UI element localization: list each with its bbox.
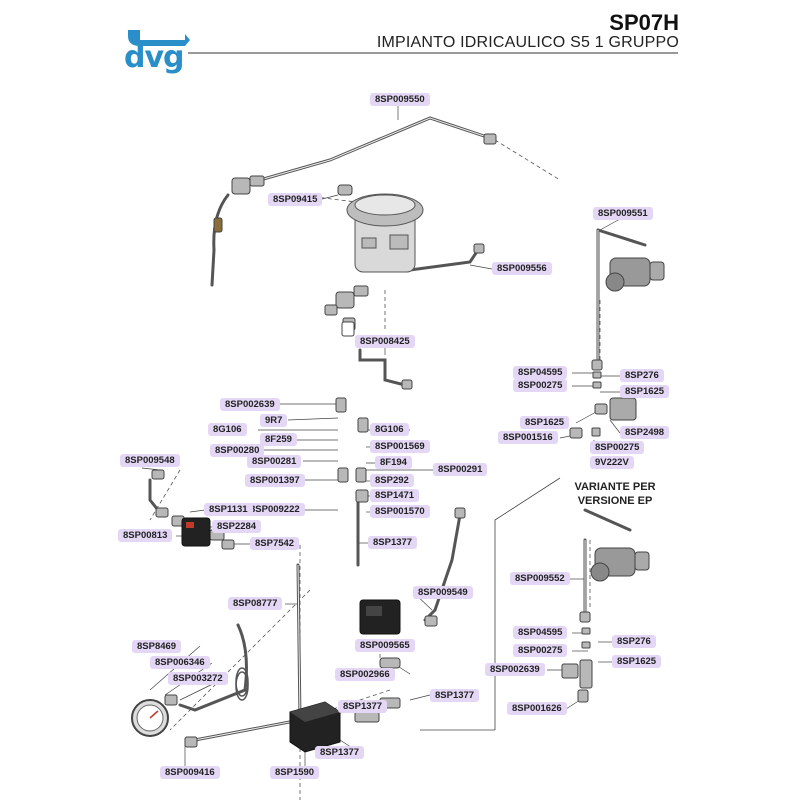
part-label[interactable]: 8SP1471: [370, 489, 420, 502]
pressure-gauge: [131, 699, 169, 737]
part-label[interactable]: 8SP00291: [433, 463, 488, 476]
part-label[interactable]: 8F259: [260, 433, 297, 446]
part-label[interactable]: 8SP00281: [247, 455, 302, 468]
part-label[interactable]: 8SP002966: [335, 668, 395, 681]
part-label[interactable]: 8SP1625: [612, 655, 662, 668]
heat-exchanger-coil: [235, 667, 249, 701]
part-label[interactable]: 8SP00275: [513, 379, 568, 392]
part-label[interactable]: 8SP001570: [370, 505, 430, 518]
part-label[interactable]: 8SP009548: [120, 454, 180, 467]
logo-mark: [128, 30, 190, 46]
part-label[interactable]: 8SP001516: [498, 431, 558, 444]
pump-motor: [605, 257, 665, 292]
part-label[interactable]: 8SP1377: [430, 689, 480, 702]
part-label[interactable]: 8SP002639: [485, 663, 545, 676]
filter-element: [213, 217, 355, 337]
part-label[interactable]: 8SP1377: [338, 700, 388, 713]
part-label[interactable]: 8SP04595: [513, 626, 568, 639]
pump-motor-variant: [590, 547, 650, 582]
part-label[interactable]: 8SP009551: [593, 207, 653, 220]
part-label[interactable]: 8SP08777: [228, 597, 283, 610]
solenoid-valve: [181, 517, 211, 547]
part-label[interactable]: 8SP2498: [620, 426, 670, 439]
part-label[interactable]: 8SP009552: [510, 572, 570, 585]
part-label[interactable]: 9R7: [260, 414, 288, 427]
part-label[interactable]: 8SP1625: [620, 385, 670, 398]
part-label[interactable]: 8SP001626: [507, 702, 567, 715]
variant-title: VARIANTE PER VERSIONE EP: [574, 481, 656, 507]
part-label[interactable]: 8SP1625: [520, 416, 570, 429]
control-box: [289, 701, 341, 753]
part-label[interactable]: 8SP1131: [204, 503, 253, 516]
pressure-switch: [359, 599, 401, 635]
part-label[interactable]: 8SP009222: [245, 503, 305, 516]
part-label[interactable]: 8G106: [370, 423, 409, 436]
part-label[interactable]: 8SP002639: [220, 398, 280, 411]
part-label[interactable]: 8SP8469: [132, 640, 182, 653]
part-label[interactable]: 8SP006346: [150, 656, 210, 669]
part-label[interactable]: 8SP003272: [168, 672, 228, 685]
part-label[interactable]: 8SP2284: [212, 520, 262, 533]
part-label[interactable]: 8SP09415: [268, 193, 323, 206]
part-label[interactable]: 8SP292: [370, 474, 414, 487]
part-label[interactable]: 8SP00275: [513, 644, 568, 657]
part-label[interactable]: 8SP04595: [513, 366, 568, 379]
part-label[interactable]: 8SP009556: [492, 262, 552, 275]
part-label[interactable]: 8SP009565: [355, 639, 415, 652]
variant-separator: [494, 477, 561, 730]
part-label[interactable]: 8SP00275: [590, 441, 645, 454]
part-label[interactable]: 8SP009550: [370, 93, 430, 106]
part-label[interactable]: 8SP1590: [270, 766, 320, 779]
part-label[interactable]: 8SP008425: [355, 335, 415, 348]
part-label[interactable]: 8SP00813: [118, 529, 173, 542]
part-label[interactable]: 8SP1377: [368, 536, 418, 549]
part-label[interactable]: 9V222V: [590, 456, 634, 469]
part-label[interactable]: 8SP009549: [413, 586, 473, 599]
diagram-title: IMPIANTO IDRICAULICO S5 1 GRUPPO: [376, 34, 679, 51]
part-label[interactable]: 8SP001569: [370, 440, 430, 453]
part-label[interactable]: 8SP00280: [210, 444, 265, 457]
part-label[interactable]: 8SP001397: [245, 474, 305, 487]
diagram-code: SP07H: [609, 10, 679, 35]
boiler-body: [346, 193, 424, 273]
flow-valve: [609, 397, 637, 421]
part-label[interactable]: 8SP276: [612, 635, 656, 648]
part-label[interactable]: 8SP276: [620, 369, 664, 382]
part-label[interactable]: 8F194: [375, 456, 412, 469]
part-label[interactable]: 8SP009416: [160, 766, 220, 779]
part-label[interactable]: 8SP7542: [250, 537, 300, 550]
part-label[interactable]: 8SP1377: [315, 746, 365, 759]
brand-logo: dvg: [124, 40, 185, 75]
part-label[interactable]: 8G106: [208, 423, 247, 436]
